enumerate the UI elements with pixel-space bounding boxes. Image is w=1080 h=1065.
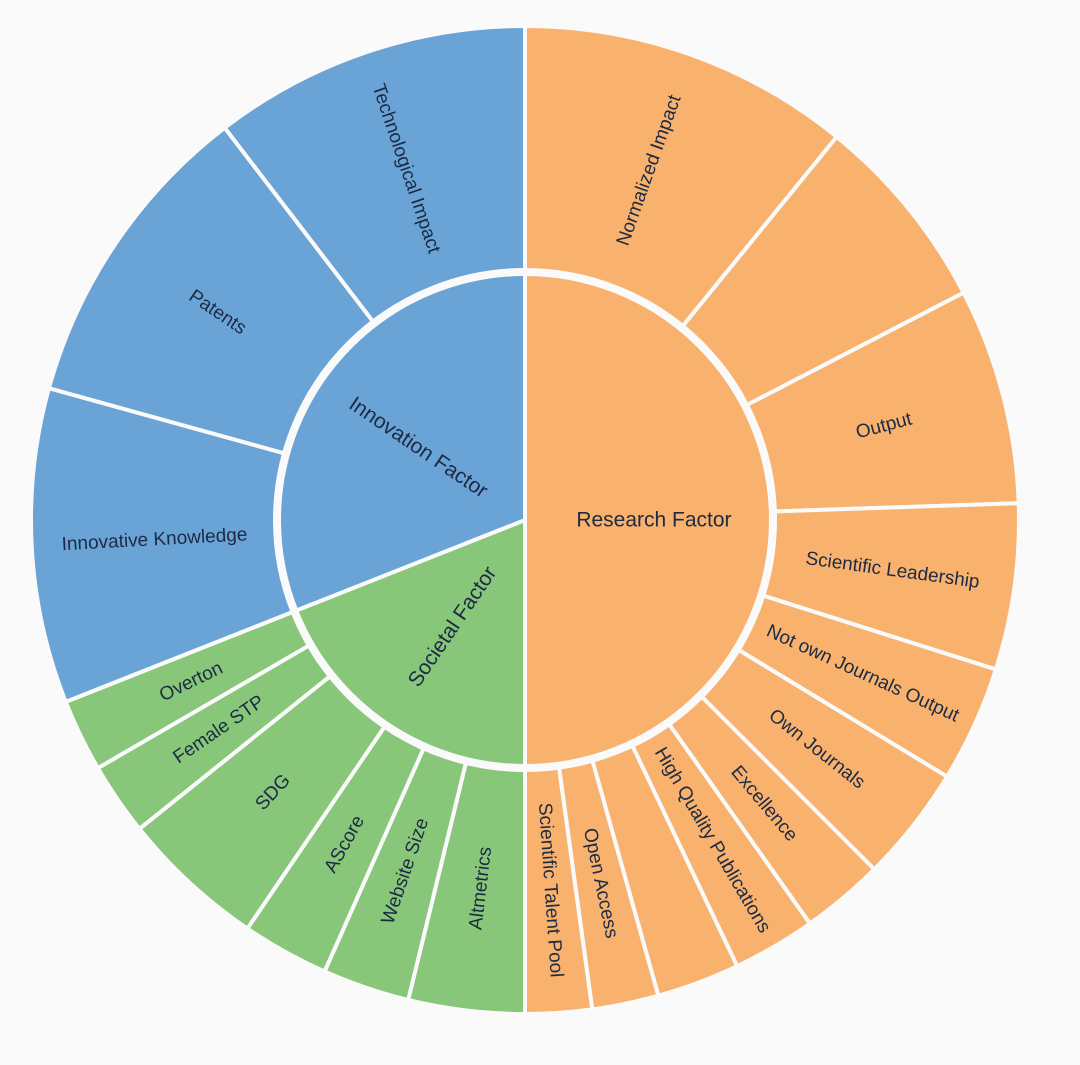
label-research-factor: Research Factor [576,509,731,532]
wedge-layer [29,23,1021,1017]
ring-separator [273,268,777,772]
